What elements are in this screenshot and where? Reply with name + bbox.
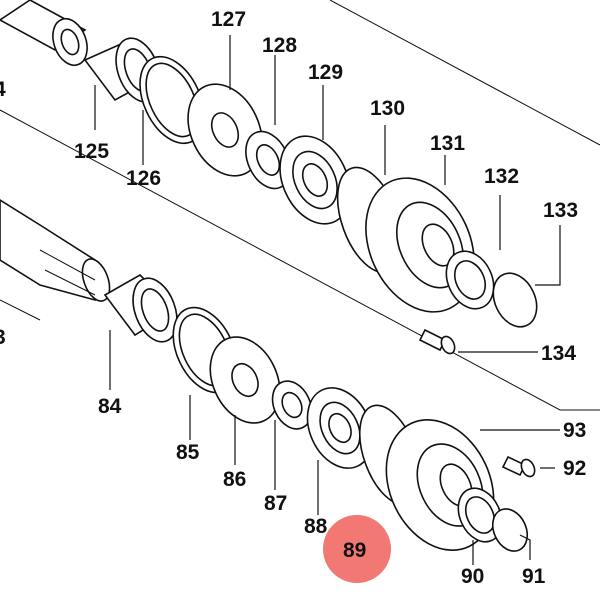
part-133-circlip [492, 272, 538, 328]
part-129-ball-bearing [279, 135, 351, 225]
part-127-washer [187, 83, 263, 177]
label-92: 92 [563, 457, 586, 480]
part-90-seal [457, 487, 503, 543]
part-84-needle-bearing [103, 274, 178, 343]
part-91-circlip [491, 508, 529, 552]
label-125: 125 [74, 140, 109, 163]
leader-lines [94, 35, 561, 565]
label-86: 86 [223, 468, 246, 491]
label-91: 91 [522, 565, 546, 588]
label-126: 126 [126, 167, 161, 190]
label-89: 89 [343, 539, 366, 562]
label-84: 84 [98, 395, 122, 418]
label-133: 133 [543, 199, 578, 222]
frame-lines [0, 0, 600, 411]
label-edge-mid-left: 3 [0, 326, 6, 349]
part-88-ball-bearing [306, 387, 374, 469]
part-126-ring [139, 55, 205, 145]
label-132: 132 [484, 165, 519, 188]
part-92-bolt [501, 455, 536, 478]
highlight-marker[interactable] [323, 515, 391, 583]
part-132-seal [445, 250, 495, 310]
part-87-spacer [271, 380, 313, 430]
upper-shaft [0, 0, 88, 67]
part-134-bolt [418, 328, 456, 355]
label-129: 129 [308, 61, 343, 84]
label-127: 127 [211, 8, 246, 31]
part-labels: 4 3 125 126 127 128 129 130 131 132 133 … [0, 8, 586, 588]
lower-shaft [0, 199, 111, 302]
part-86-washer [209, 336, 281, 424]
label-93: 93 [563, 419, 586, 442]
label-134: 134 [541, 342, 576, 365]
label-87: 87 [264, 492, 287, 515]
label-130: 130 [370, 97, 405, 120]
label-90: 90 [461, 565, 484, 588]
label-edge-top-left: 4 [0, 78, 6, 101]
label-85: 85 [176, 441, 200, 464]
label-128: 128 [262, 34, 297, 57]
label-88: 88 [304, 515, 328, 538]
label-131: 131 [430, 132, 465, 155]
